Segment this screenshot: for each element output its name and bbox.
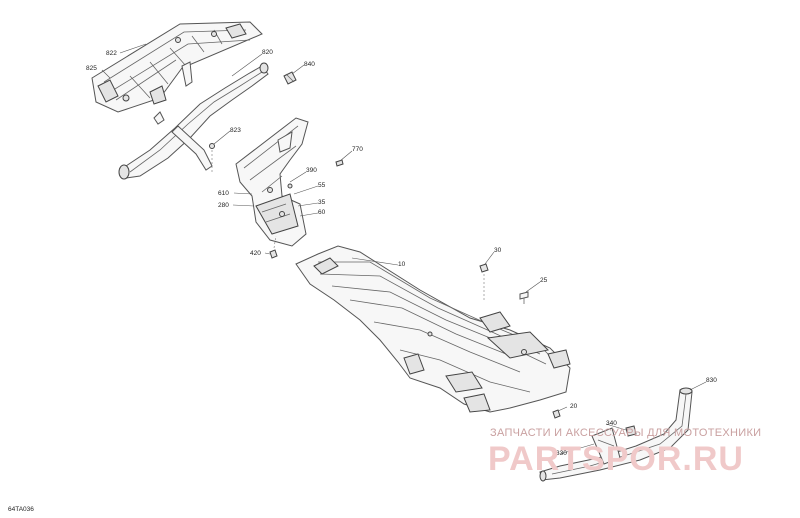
bolt-20 [552, 409, 561, 419]
callout-830: 830 [706, 377, 717, 384]
callout-610: 610 [218, 190, 229, 197]
bolt-420 [269, 235, 278, 259]
callout-60: 60 [318, 209, 326, 216]
callout-340: 340 [606, 420, 617, 427]
callout-55: 55 [318, 182, 326, 189]
callout-20: 20 [570, 403, 578, 410]
front-tube [539, 387, 693, 482]
callout-770: 770 [352, 146, 363, 153]
bolt-823 [209, 143, 215, 172]
bushing-840 [283, 71, 297, 85]
callout-390: 390 [306, 167, 317, 174]
callout-825: 825 [86, 65, 97, 72]
callout-823: 823 [230, 127, 241, 134]
watermark: ЗАПЧАСТИ И АКСЕССУАРЫ ДЛЯ МОТОТЕХНИКИ PA… [488, 427, 761, 478]
clip-770 [335, 159, 344, 167]
callout-822: 822 [106, 50, 117, 57]
callout-840: 840 [304, 61, 315, 68]
callout-280: 280 [218, 202, 229, 209]
skid-plate [295, 245, 571, 413]
callout-330: 330 [556, 450, 567, 457]
callout-820: 820 [262, 49, 273, 56]
callout-35: 35 [318, 199, 326, 206]
nut-30 [479, 263, 489, 302]
pin-25 [519, 291, 529, 304]
drawing-code: 64TA036 [8, 506, 34, 513]
callout-25: 25 [540, 277, 548, 284]
watermark-tagline: ЗАПЧАСТИ И АКСЕССУАРЫ ДЛЯ МОТОТЕХНИКИ [490, 427, 761, 439]
callout-30: 30 [494, 247, 502, 254]
leader-lines [101, 43, 707, 455]
grab-bar-tube [118, 62, 269, 180]
watermark-brand: PARTSPOR.RU [488, 440, 744, 478]
rear-bracket [235, 117, 309, 247]
callouts: 822 825 820 840 823 770 390 610 55 280 3… [86, 49, 717, 457]
rear-rack [91, 21, 263, 113]
callout-10: 10 [398, 261, 406, 268]
callout-420: 420 [250, 250, 261, 257]
